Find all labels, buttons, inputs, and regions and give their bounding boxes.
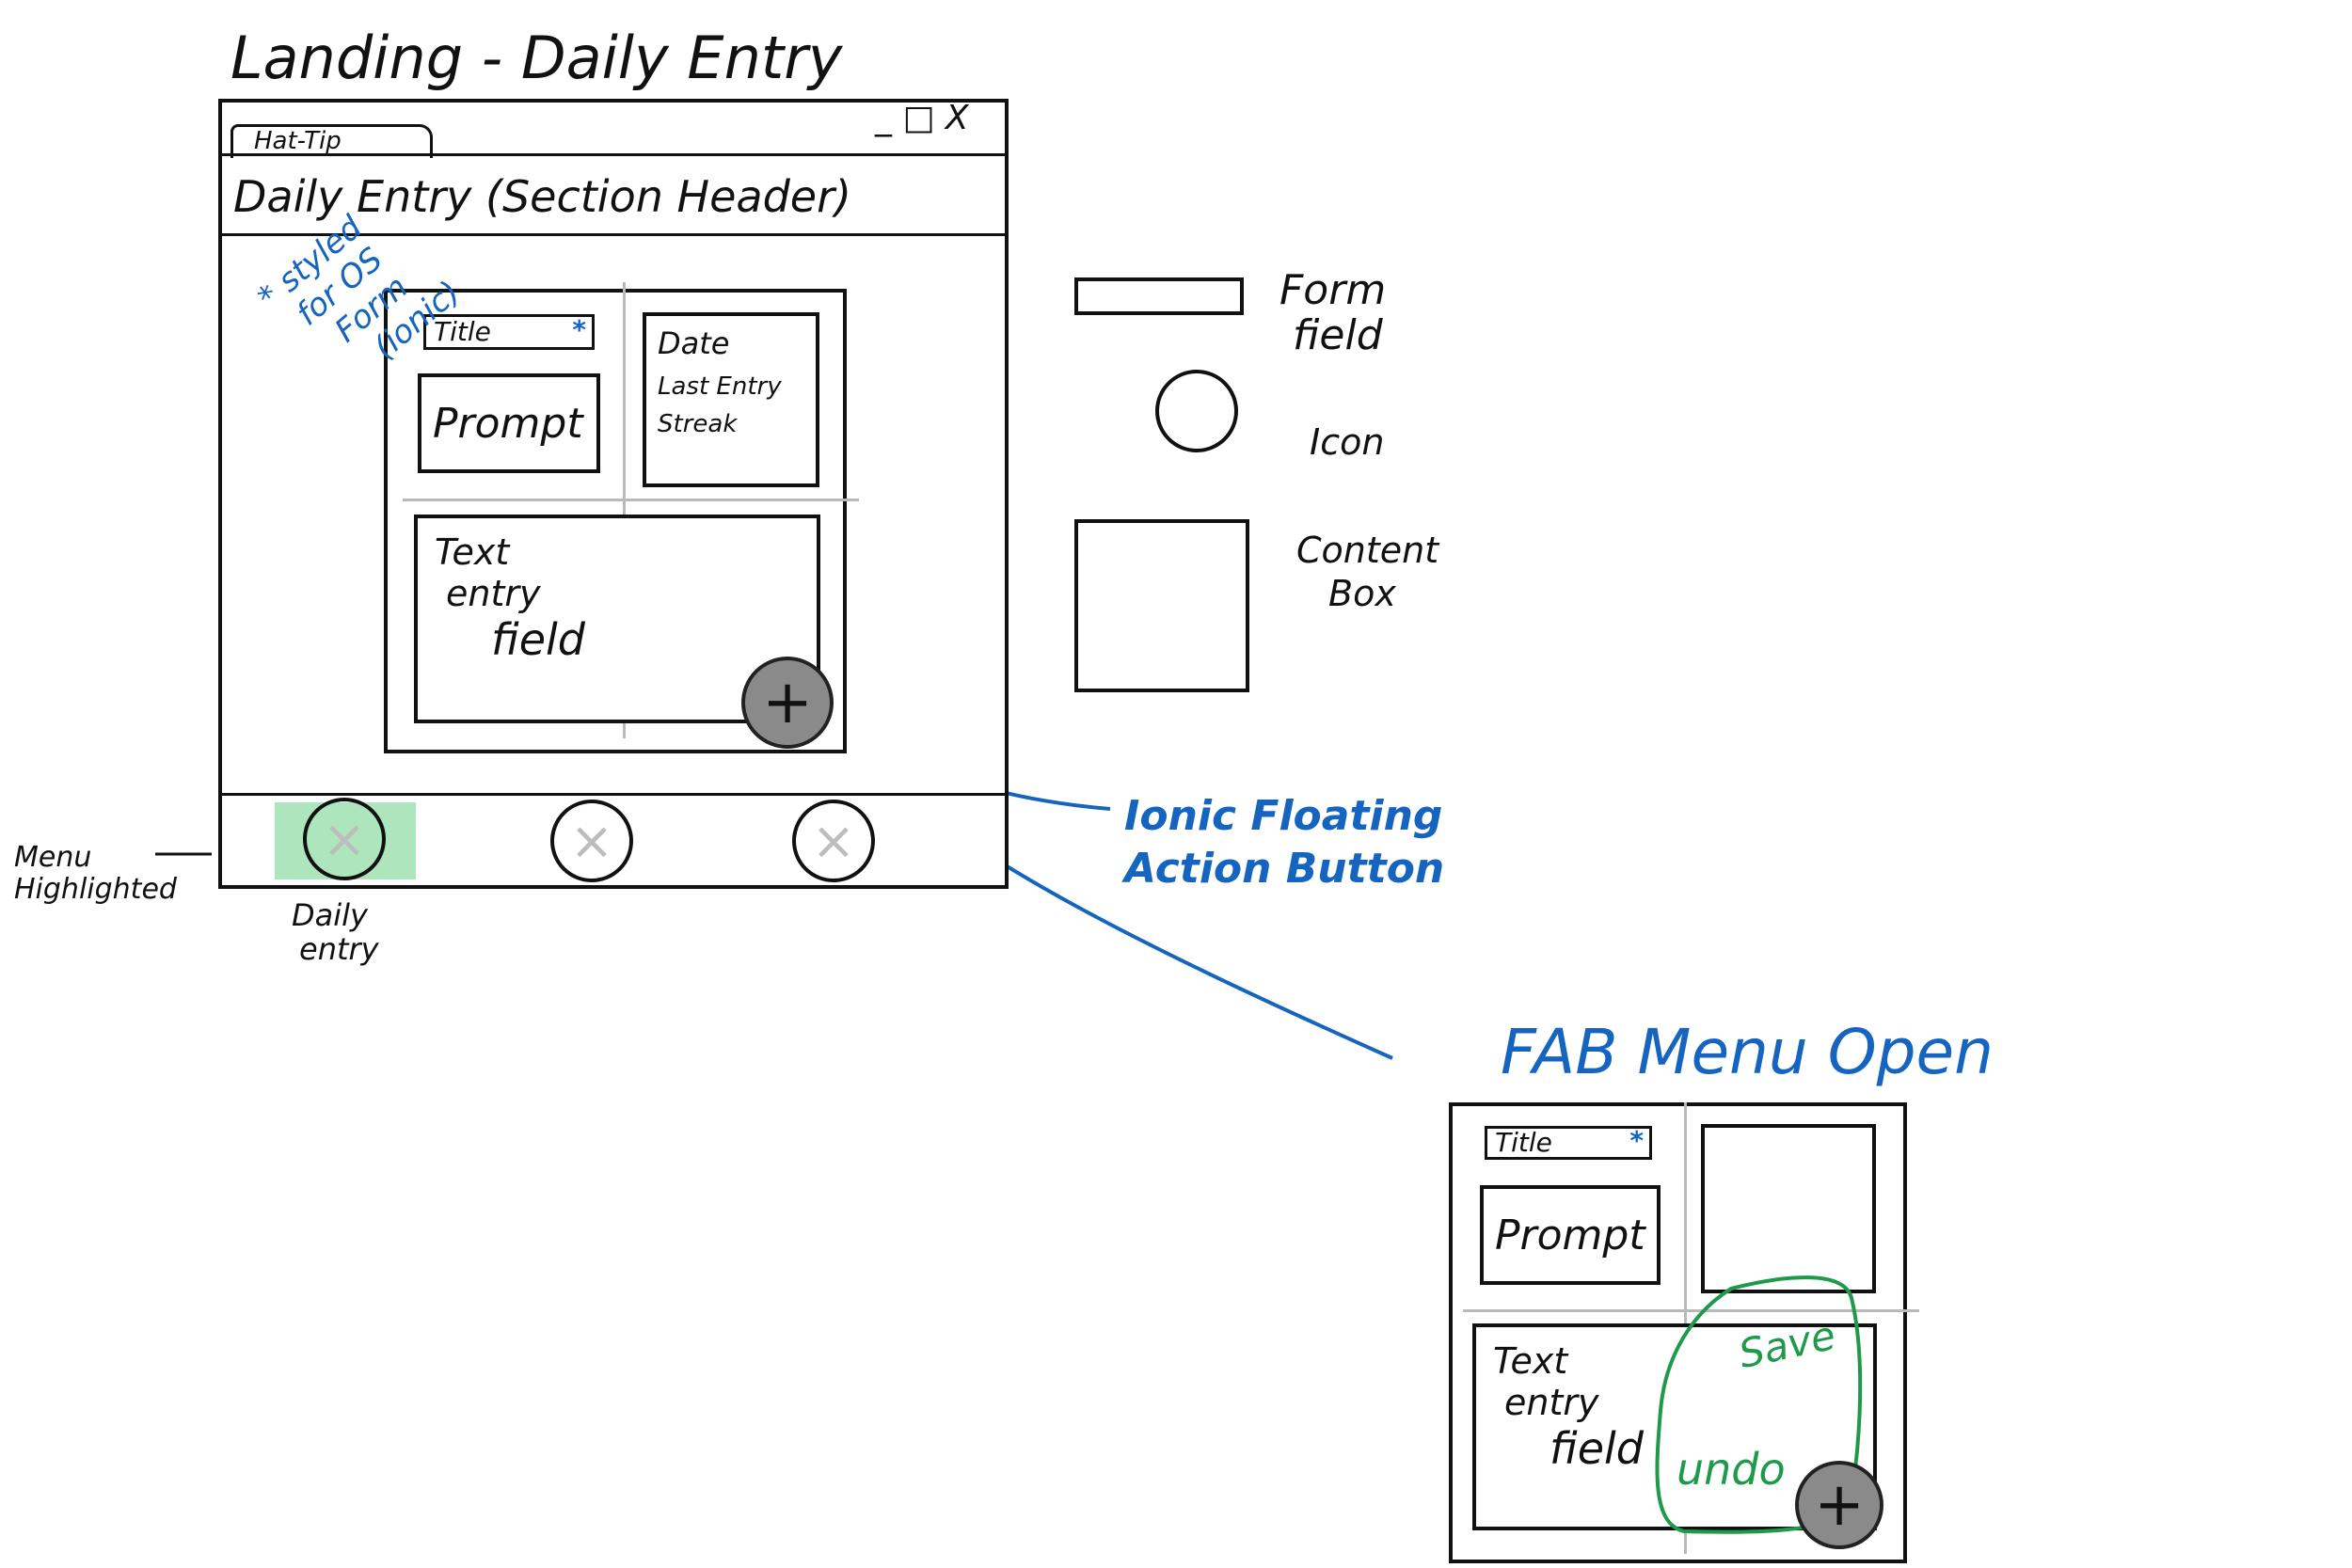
legend-form-field-shape — [1074, 277, 1244, 315]
fab-undo-action[interactable]: undo — [1677, 1444, 1786, 1495]
legend-content-box-line1: Content — [1296, 530, 1439, 571]
fab-annotation: Ionic Floating Action Button — [1124, 790, 1444, 895]
fab-menu-title-field[interactable]: Title * — [1485, 1126, 1652, 1160]
last-entry-label: Last Entry — [658, 372, 782, 401]
nav-divider — [218, 793, 1009, 796]
title-field-label: Title — [434, 316, 491, 347]
nav-second-icon[interactable]: × — [550, 800, 633, 882]
legend-content-box-shape — [1074, 519, 1249, 692]
daily-entry-line1: Daily — [292, 897, 368, 933]
menu-highlighted-line2: Highlighted — [14, 873, 177, 906]
fab-menu-date-box — [1701, 1124, 1876, 1293]
text-entry-line2: entry — [446, 573, 541, 614]
fab-add-button[interactable]: + — [741, 657, 834, 749]
legend-content-box-label: Content Box — [1296, 529, 1438, 615]
legend-form-field-label: Form field — [1279, 268, 1386, 358]
menu-highlighted-line1: Menu — [14, 841, 92, 874]
date-box: Date Last Entry Streak — [643, 312, 819, 487]
fab-menu-title: FAB Menu Open — [1501, 1016, 1994, 1088]
streak-label: Streak — [658, 410, 738, 438]
nav-daily-entry-icon[interactable]: × — [303, 798, 386, 880]
fab-menu-title-field-label: Title — [1495, 1127, 1552, 1158]
text-entry-line1: Text — [435, 531, 510, 573]
header-divider — [218, 233, 1009, 236]
window-controls[interactable]: _ □ X — [875, 99, 969, 137]
legend-content-box-line2: Box — [1328, 573, 1396, 614]
nav-third-icon[interactable]: × — [792, 800, 875, 882]
fab-menu-add-button[interactable]: + — [1795, 1461, 1883, 1549]
daily-entry-note: Daily entry — [292, 898, 379, 966]
landing-title: Landing - Daily Entry — [230, 24, 843, 92]
fab-menu-required-asterisk: * — [1629, 1125, 1644, 1156]
daily-entry-line2: entry — [299, 931, 379, 967]
grid-vertical — [623, 282, 626, 738]
fab-menu-text-entry-line2: entry — [1504, 1382, 1599, 1423]
fab-menu-prompt-box: Prompt — [1480, 1185, 1661, 1285]
fab-menu-text-entry-field[interactable]: Text entry field — [1472, 1323, 1877, 1530]
required-asterisk: * — [572, 314, 586, 345]
legend-form-field-line1: Form — [1279, 266, 1387, 314]
title-field[interactable]: Title * — [423, 314, 595, 350]
tab-hat-tip[interactable]: Hat-Tip — [230, 124, 433, 158]
fab-menu-text-entry-line3: field — [1549, 1423, 1644, 1474]
fab-menu-plus-icon: + — [1814, 1470, 1865, 1540]
prompt-box: Prompt — [418, 373, 600, 473]
section-header: Daily Entry (Section Header) — [233, 171, 851, 222]
fab-annotation-line1: Ionic Floating — [1124, 792, 1443, 840]
fab-menu-grid-horizontal — [1463, 1309, 1919, 1312]
text-entry-line3: field — [491, 614, 585, 665]
fab-menu-text-entry-line1: Text — [1493, 1340, 1568, 1382]
tab-divider — [218, 153, 1009, 156]
legend-icon-shape — [1155, 370, 1238, 452]
menu-highlighted-note: Menu Highlighted — [14, 842, 177, 906]
grid-horizontal — [403, 499, 859, 501]
legend-form-field-line2: field — [1293, 311, 1383, 359]
legend-icon-label: Icon — [1310, 421, 1385, 463]
fab-annotation-line2: Action Button — [1124, 845, 1445, 893]
plus-icon: + — [762, 668, 813, 737]
date-label: Date — [658, 325, 730, 361]
